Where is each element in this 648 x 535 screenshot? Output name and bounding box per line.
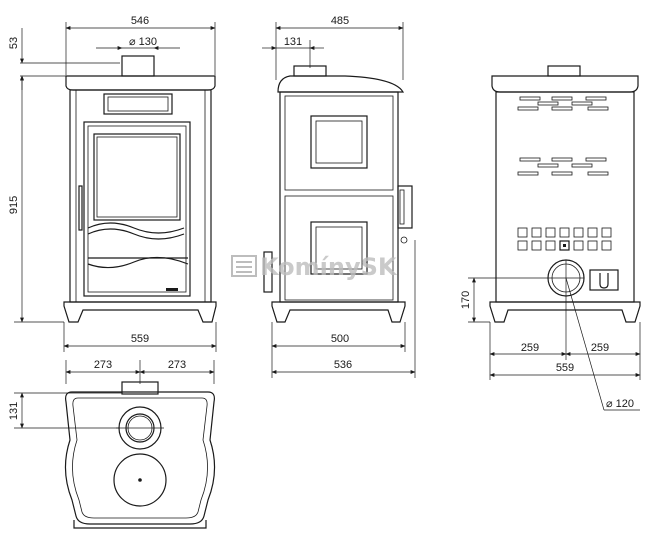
front-collar-height-label: 53 xyxy=(8,37,20,49)
rear-base xyxy=(489,301,641,323)
rear-air-intake xyxy=(589,269,619,291)
top-flue-offset-label: 131 xyxy=(8,402,20,420)
front-view: 546 53 915 ⌀ 130 xyxy=(8,15,217,352)
front-height-label: 915 xyxy=(8,196,20,214)
rear-top-plate xyxy=(491,75,639,93)
side-window-upper xyxy=(310,115,368,169)
side-depth-body-label: 500 xyxy=(331,333,349,345)
rear-view: 170 259 259 559 ⌀ 120 xyxy=(460,65,641,411)
rear-square-grid xyxy=(517,227,612,251)
rear-half-width-left-label: 259 xyxy=(521,342,539,354)
front-flue-collar xyxy=(121,55,155,77)
rear-outlet-height-label: 170 xyxy=(460,291,472,309)
side-top xyxy=(277,75,405,93)
watermark-text: KomínySK xyxy=(260,253,398,281)
rear-flue-collar xyxy=(547,65,581,77)
side-flue-offset-label: 131 xyxy=(284,36,302,48)
side-window-lower xyxy=(310,221,368,275)
front-upper-panel xyxy=(103,93,173,115)
front-top-plate xyxy=(65,75,216,91)
top-rear-outlet xyxy=(121,381,159,395)
rear-half-width-right-label: 259 xyxy=(591,342,609,354)
side-handle xyxy=(263,251,273,293)
side-view: 485 131 500 536 xyxy=(262,15,416,378)
side-depth-top-label: 485 xyxy=(331,15,349,27)
side-depth-total-label: 536 xyxy=(334,359,352,371)
rear-outlet-diameter-label: ⌀ 120 xyxy=(606,398,634,410)
top-view: 273 273 131 xyxy=(8,359,216,529)
front-logo-plate xyxy=(166,288,178,291)
rear-vent-slots-lower xyxy=(517,157,609,176)
top-half-left-label: 273 xyxy=(94,359,112,371)
side-rear-outlet xyxy=(397,185,413,229)
watermark: KomínySK xyxy=(231,253,398,281)
side-base xyxy=(271,301,406,323)
top-hotplate xyxy=(113,453,167,507)
front-base xyxy=(63,301,217,323)
front-width-top-label: 546 xyxy=(131,15,149,27)
front-width-base-label: 559 xyxy=(131,333,149,345)
front-door-handle xyxy=(78,185,83,231)
top-outline xyxy=(64,391,216,525)
front-flue-diameter-label: ⌀ 130 xyxy=(129,36,157,48)
top-half-right-label: 273 xyxy=(168,359,186,371)
front-door-frame xyxy=(83,121,191,297)
rear-vent-slots-upper xyxy=(517,96,609,111)
front-door-glass xyxy=(93,133,181,221)
rear-width-total-label: 559 xyxy=(556,362,574,374)
